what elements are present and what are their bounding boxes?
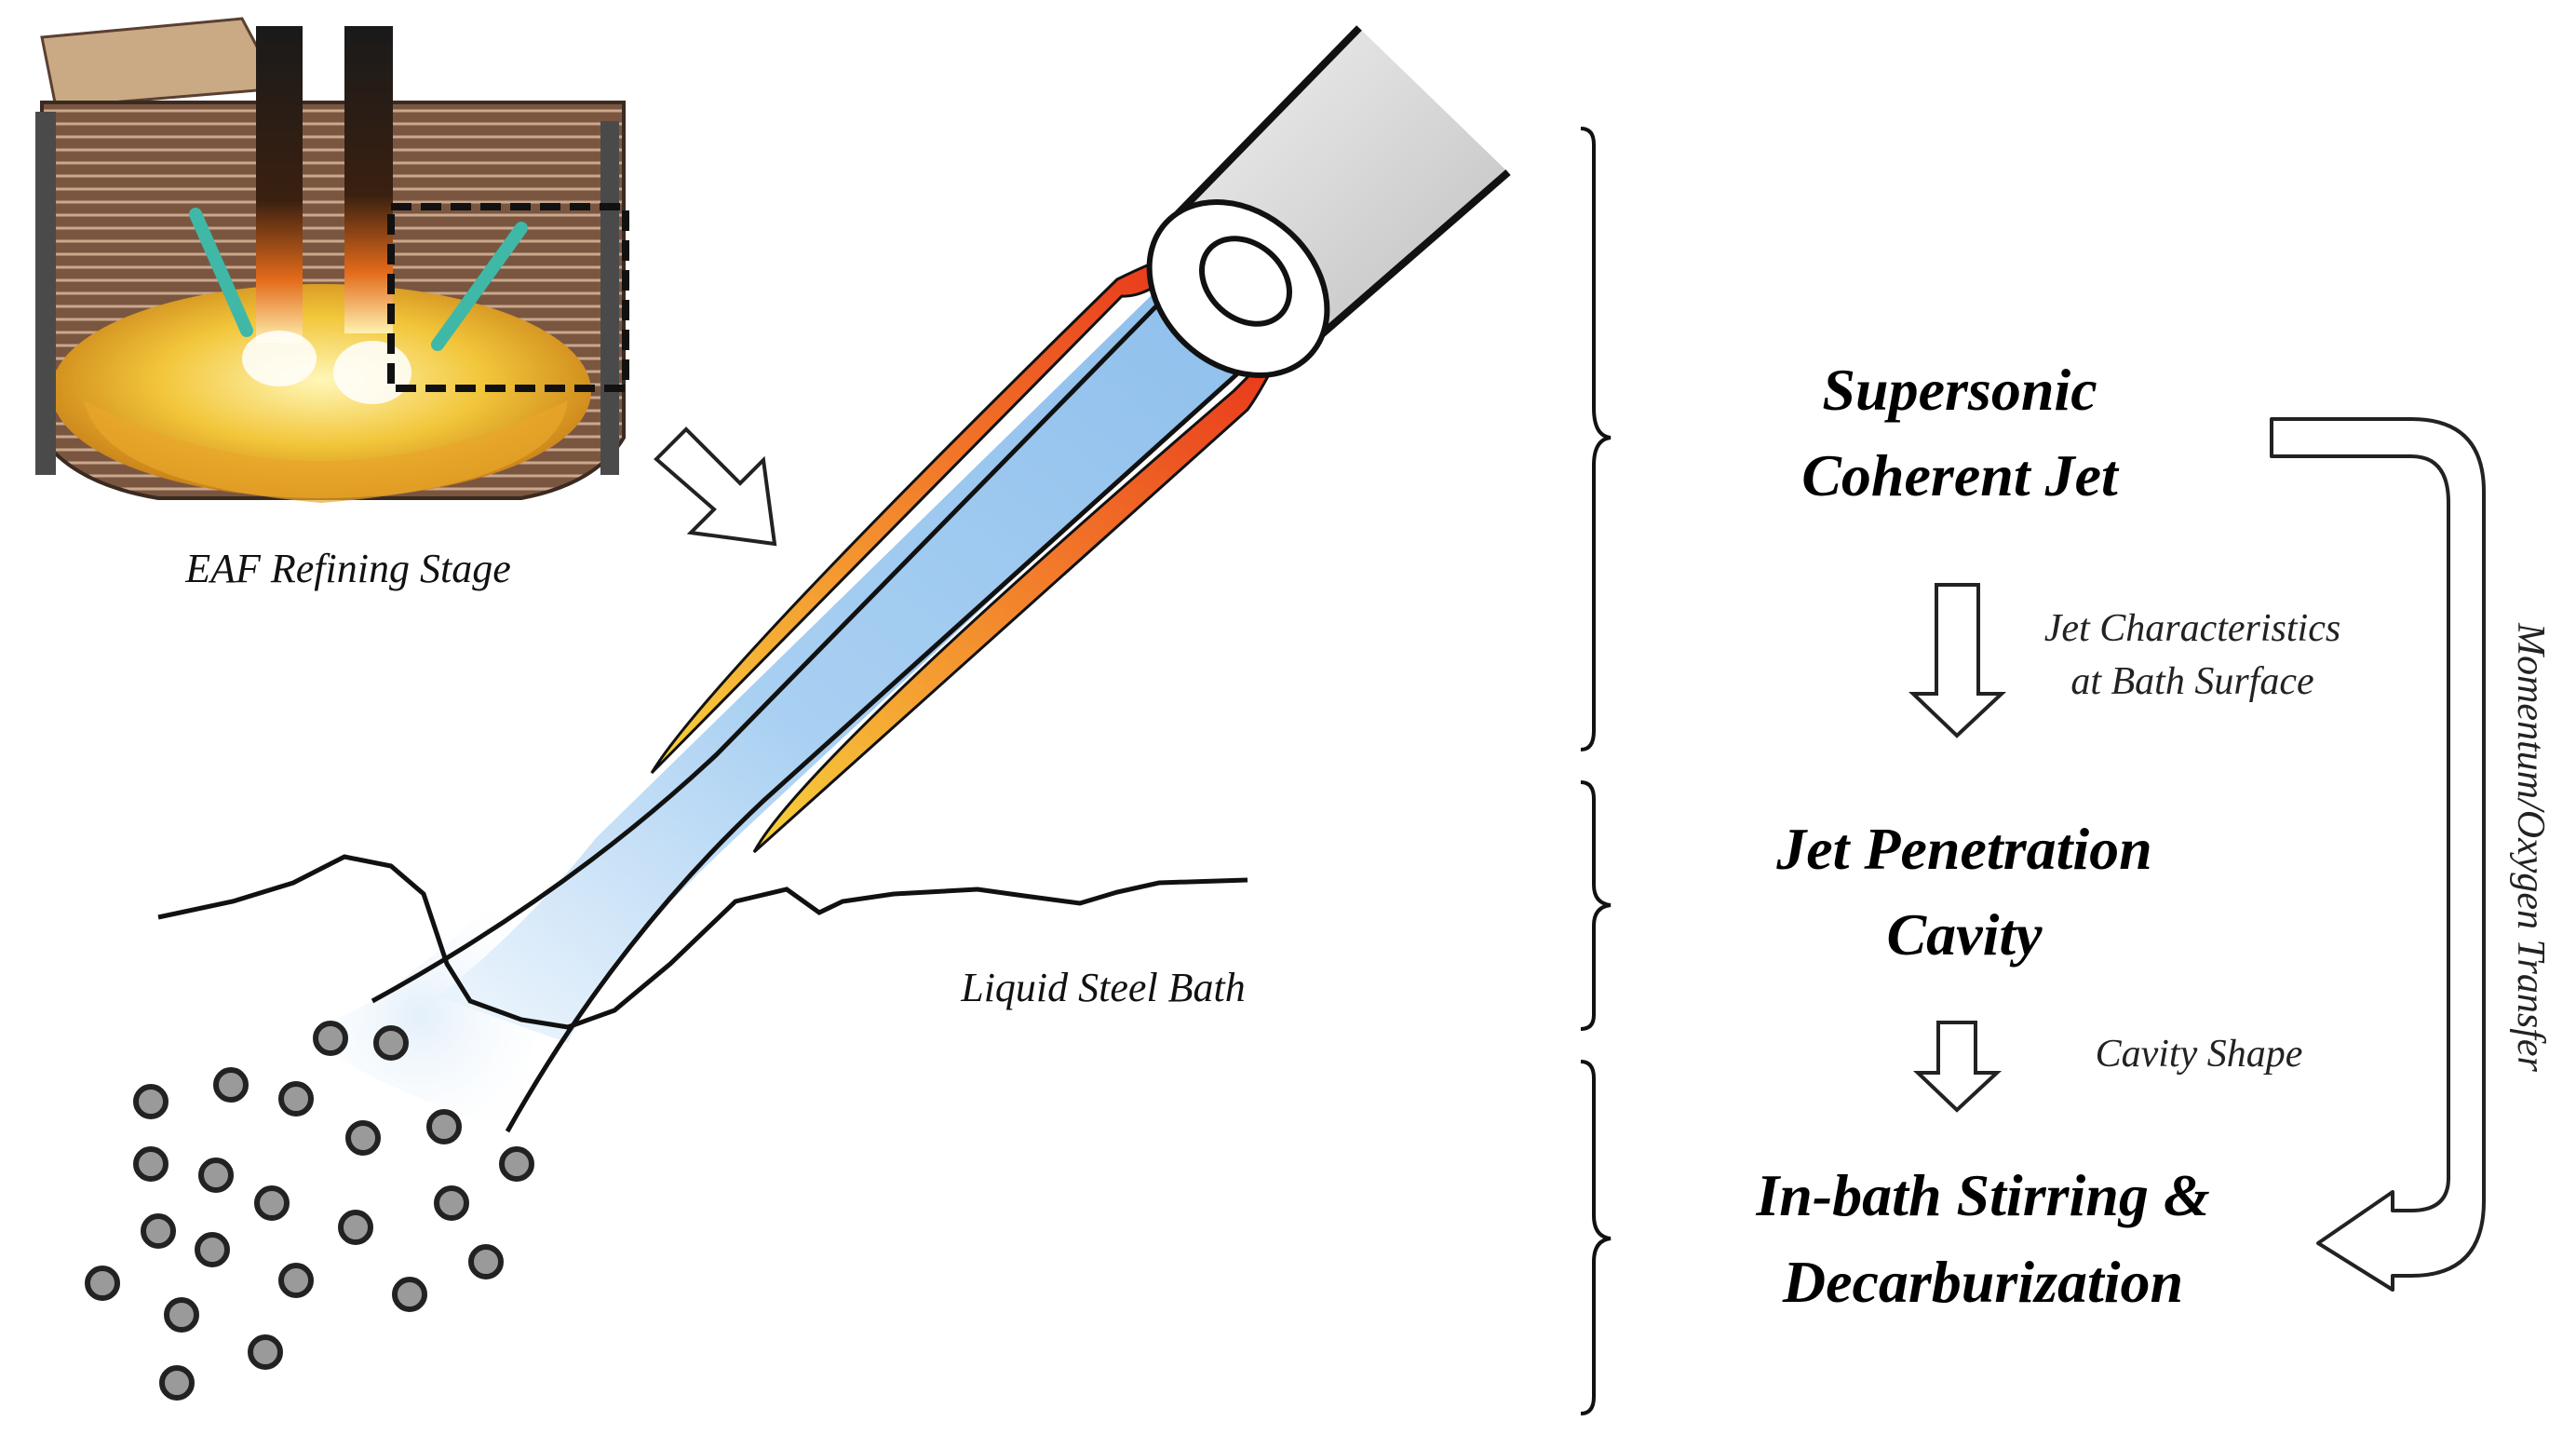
zoom-arrow <box>654 426 777 547</box>
gas-bubble <box>133 1084 169 1119</box>
jet-plume <box>307 875 559 1131</box>
burner-right <box>431 222 528 351</box>
eaf-furnace-illustration <box>35 17 629 503</box>
gas-bubble <box>434 1185 469 1221</box>
gas-bubble <box>373 1025 409 1061</box>
liquid-bath-label: Liquid Steel Bath <box>960 965 1246 1010</box>
gas-bubble <box>278 1263 314 1298</box>
gas-bubble <box>254 1185 290 1221</box>
gas-bubble <box>213 1067 249 1103</box>
furnace-roof <box>40 17 282 109</box>
gas-bubble <box>85 1266 120 1301</box>
bath-surface-line <box>157 854 1248 1030</box>
jet-edge-right <box>505 333 1282 1133</box>
stage1-title-line1: Supersonic <box>1822 357 2097 423</box>
gas-bubble <box>338 1210 373 1245</box>
transition1-line2: at Bath Surface <box>2070 660 2313 703</box>
brace-stage3 <box>1580 1060 1612 1415</box>
gas-bubble <box>499 1146 534 1182</box>
transition1-line1: Jet Characteristics <box>2044 607 2340 650</box>
gas-bubble <box>426 1109 462 1144</box>
gas-bubble <box>164 1297 199 1333</box>
stage3-title-line1: In-bath Stirring & <box>1755 1162 2209 1228</box>
oxygen-jet <box>371 251 1285 1133</box>
stage3-title-line2: Decarburization <box>1782 1249 2183 1315</box>
stage2-title-line1: Jet Penetration <box>1775 816 2152 882</box>
stage2-title-line2: Cavity <box>1886 901 2043 968</box>
burner-left <box>189 208 253 337</box>
gas-bubble <box>313 1021 348 1056</box>
arc-glow-right <box>333 341 411 404</box>
arc-glow-left <box>242 331 317 386</box>
flame-upper <box>650 244 1206 775</box>
braces <box>1580 127 1612 1415</box>
gas-bubble <box>392 1277 427 1312</box>
transition2-label: Cavity Shape <box>2096 1033 2303 1076</box>
gas-bubble <box>198 1157 234 1193</box>
gas-bubble <box>468 1244 504 1279</box>
lance-nozzle <box>1146 25 1511 379</box>
side-transfer-label: Momentum/Oxygen Transfer <box>2509 622 2552 1072</box>
gas-bubble <box>141 1213 176 1249</box>
furnace-frame-right <box>600 121 619 475</box>
electrode-right <box>344 26 393 333</box>
eaf-stage-label: EAF Refining Stage <box>184 546 510 591</box>
side-transfer-arrow <box>2270 417 2486 1292</box>
electrode-left <box>256 26 303 343</box>
gas-bubble <box>278 1081 314 1117</box>
furnace-frame-left <box>35 112 56 475</box>
brace-stage2 <box>1580 780 1612 1031</box>
gas-bubble <box>195 1232 230 1267</box>
jet-edge-left <box>371 264 1198 1004</box>
gas-bubble <box>345 1120 381 1156</box>
gas-bubbles <box>85 1021 534 1401</box>
flame-lower <box>752 333 1291 854</box>
down-arrow-1 <box>1908 583 2007 738</box>
gas-bubble <box>159 1365 195 1401</box>
lance-bore <box>1198 236 1293 327</box>
down-arrow-2 <box>1913 1021 2003 1113</box>
brace-stage1 <box>1580 127 1612 751</box>
furnace-melt-glow <box>84 400 568 503</box>
gas-bubble <box>248 1334 283 1370</box>
oxygen-jet-body <box>438 251 1285 1043</box>
gas-bubble <box>133 1146 169 1182</box>
stage1-title-line2: Coherent Jet <box>1801 442 2120 508</box>
